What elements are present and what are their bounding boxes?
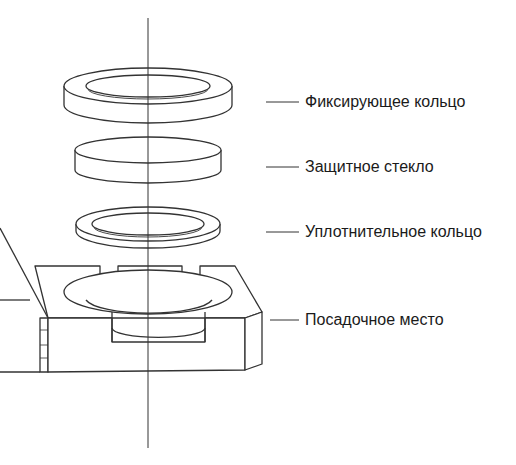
part-label: Фиксирующее кольцо: [305, 92, 465, 112]
axis-line: [148, 18, 149, 448]
part-label: Посадочное место: [305, 310, 444, 330]
part-label: Защитное стекло: [305, 157, 434, 177]
part-label: Уплотнительное кольцо: [305, 222, 482, 242]
leader-lines: [266, 102, 299, 320]
seat-part: [0, 228, 262, 372]
